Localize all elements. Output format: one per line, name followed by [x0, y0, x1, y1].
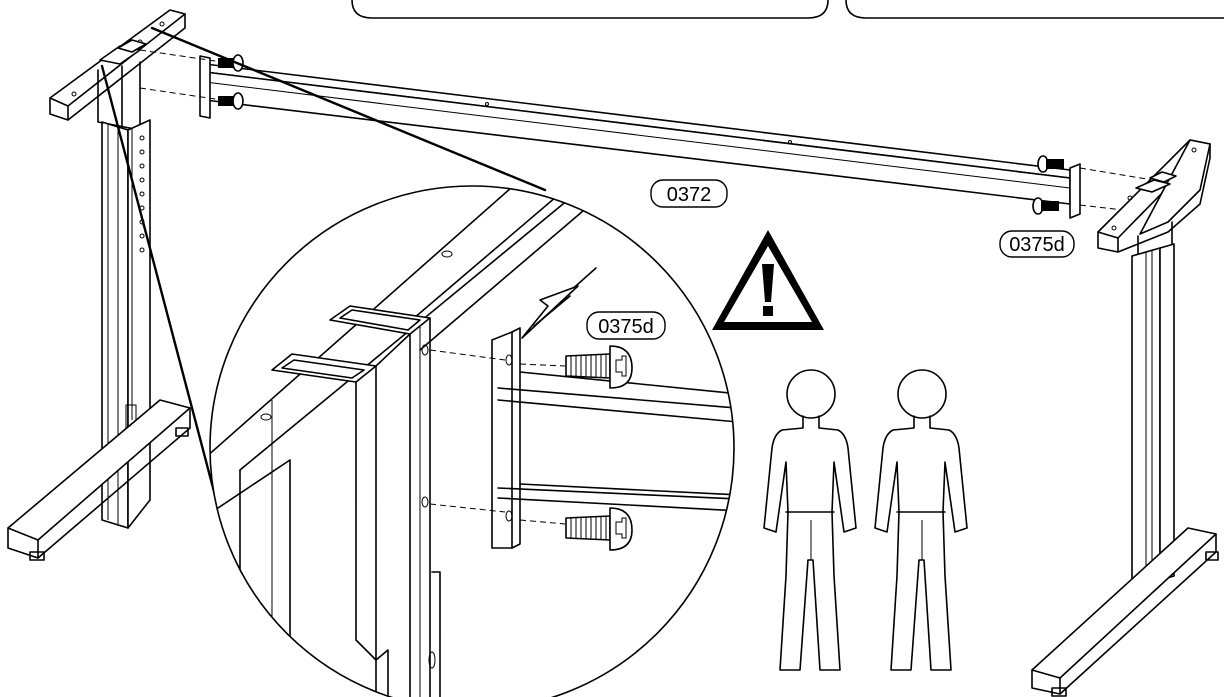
screw-icon [1037, 155, 1064, 173]
right-leg [1031, 139, 1219, 697]
detail-leader-lines [100, 26, 547, 524]
person-icon [874, 369, 968, 671]
svg-text:0375d: 0375d [598, 316, 654, 338]
insertion-arrow [521, 267, 597, 339]
cross-rail [199, 55, 1081, 219]
part-label-screw-detail: 0375d [586, 311, 666, 340]
screw-detail-lower [565, 507, 633, 551]
svg-text:0372: 0372 [667, 184, 712, 206]
screw-icon [1032, 197, 1059, 215]
screws-main-view [218, 54, 1064, 215]
part-label-screw-main: 0375d [999, 230, 1075, 258]
screw-detail-upper [565, 345, 633, 389]
person-icon [763, 369, 857, 671]
warning-triangle-icon [712, 230, 824, 330]
top-callout-boxes [351, 0, 1224, 19]
part-label-rail: 0372 [650, 179, 728, 208]
left-leg [7, 9, 191, 561]
svg-text:0375d: 0375d [1009, 234, 1065, 256]
two-person-lift-icon [763, 369, 968, 671]
screw-icon [218, 92, 244, 110]
